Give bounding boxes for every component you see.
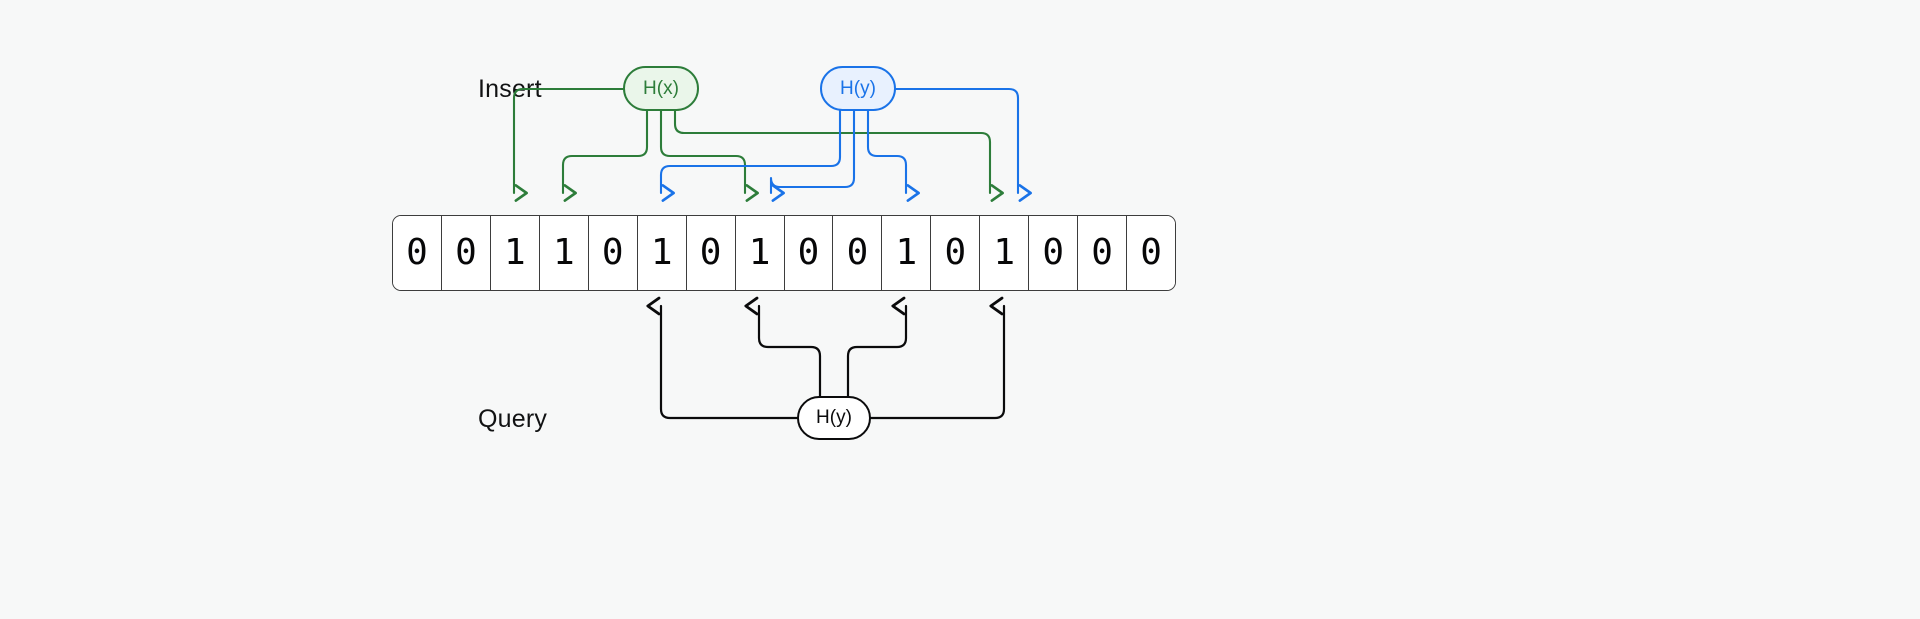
bit-cell: 0 xyxy=(1127,216,1175,290)
bit-cell: 1 xyxy=(735,216,785,290)
insert-hash-x-label: H(x) xyxy=(643,77,679,99)
bit-cell: 1 xyxy=(490,216,540,290)
insert-hash-y-label: H(y) xyxy=(840,77,876,99)
bit-cell: 0 xyxy=(686,216,736,290)
bit-cell: 1 xyxy=(882,216,932,290)
bit-cell: 0 xyxy=(1078,216,1128,290)
bit-cell: 0 xyxy=(393,216,442,290)
bit-cell: 0 xyxy=(588,216,638,290)
bit-cell: 1 xyxy=(637,216,687,290)
insert-hash-x-node[interactable]: H(x) xyxy=(623,66,699,111)
bit-cell: 1 xyxy=(539,216,589,290)
bit-cell: 0 xyxy=(1029,216,1079,290)
insert-row-label: Insert xyxy=(478,75,542,103)
bit-cell: 0 xyxy=(931,216,981,290)
insert-hash-y-node[interactable]: H(y) xyxy=(820,66,896,111)
query-hash-y-node[interactable]: H(y) xyxy=(797,396,871,440)
bit-cell: 1 xyxy=(980,216,1030,290)
bit-cell: 0 xyxy=(784,216,834,290)
insert-wires-hash-x xyxy=(512,87,1004,202)
bit-cell: 0 xyxy=(833,216,883,290)
bit-cell: 0 xyxy=(441,216,491,290)
query-hash-y-label: H(y) xyxy=(816,407,852,428)
query-row-label: Query xyxy=(478,405,548,433)
